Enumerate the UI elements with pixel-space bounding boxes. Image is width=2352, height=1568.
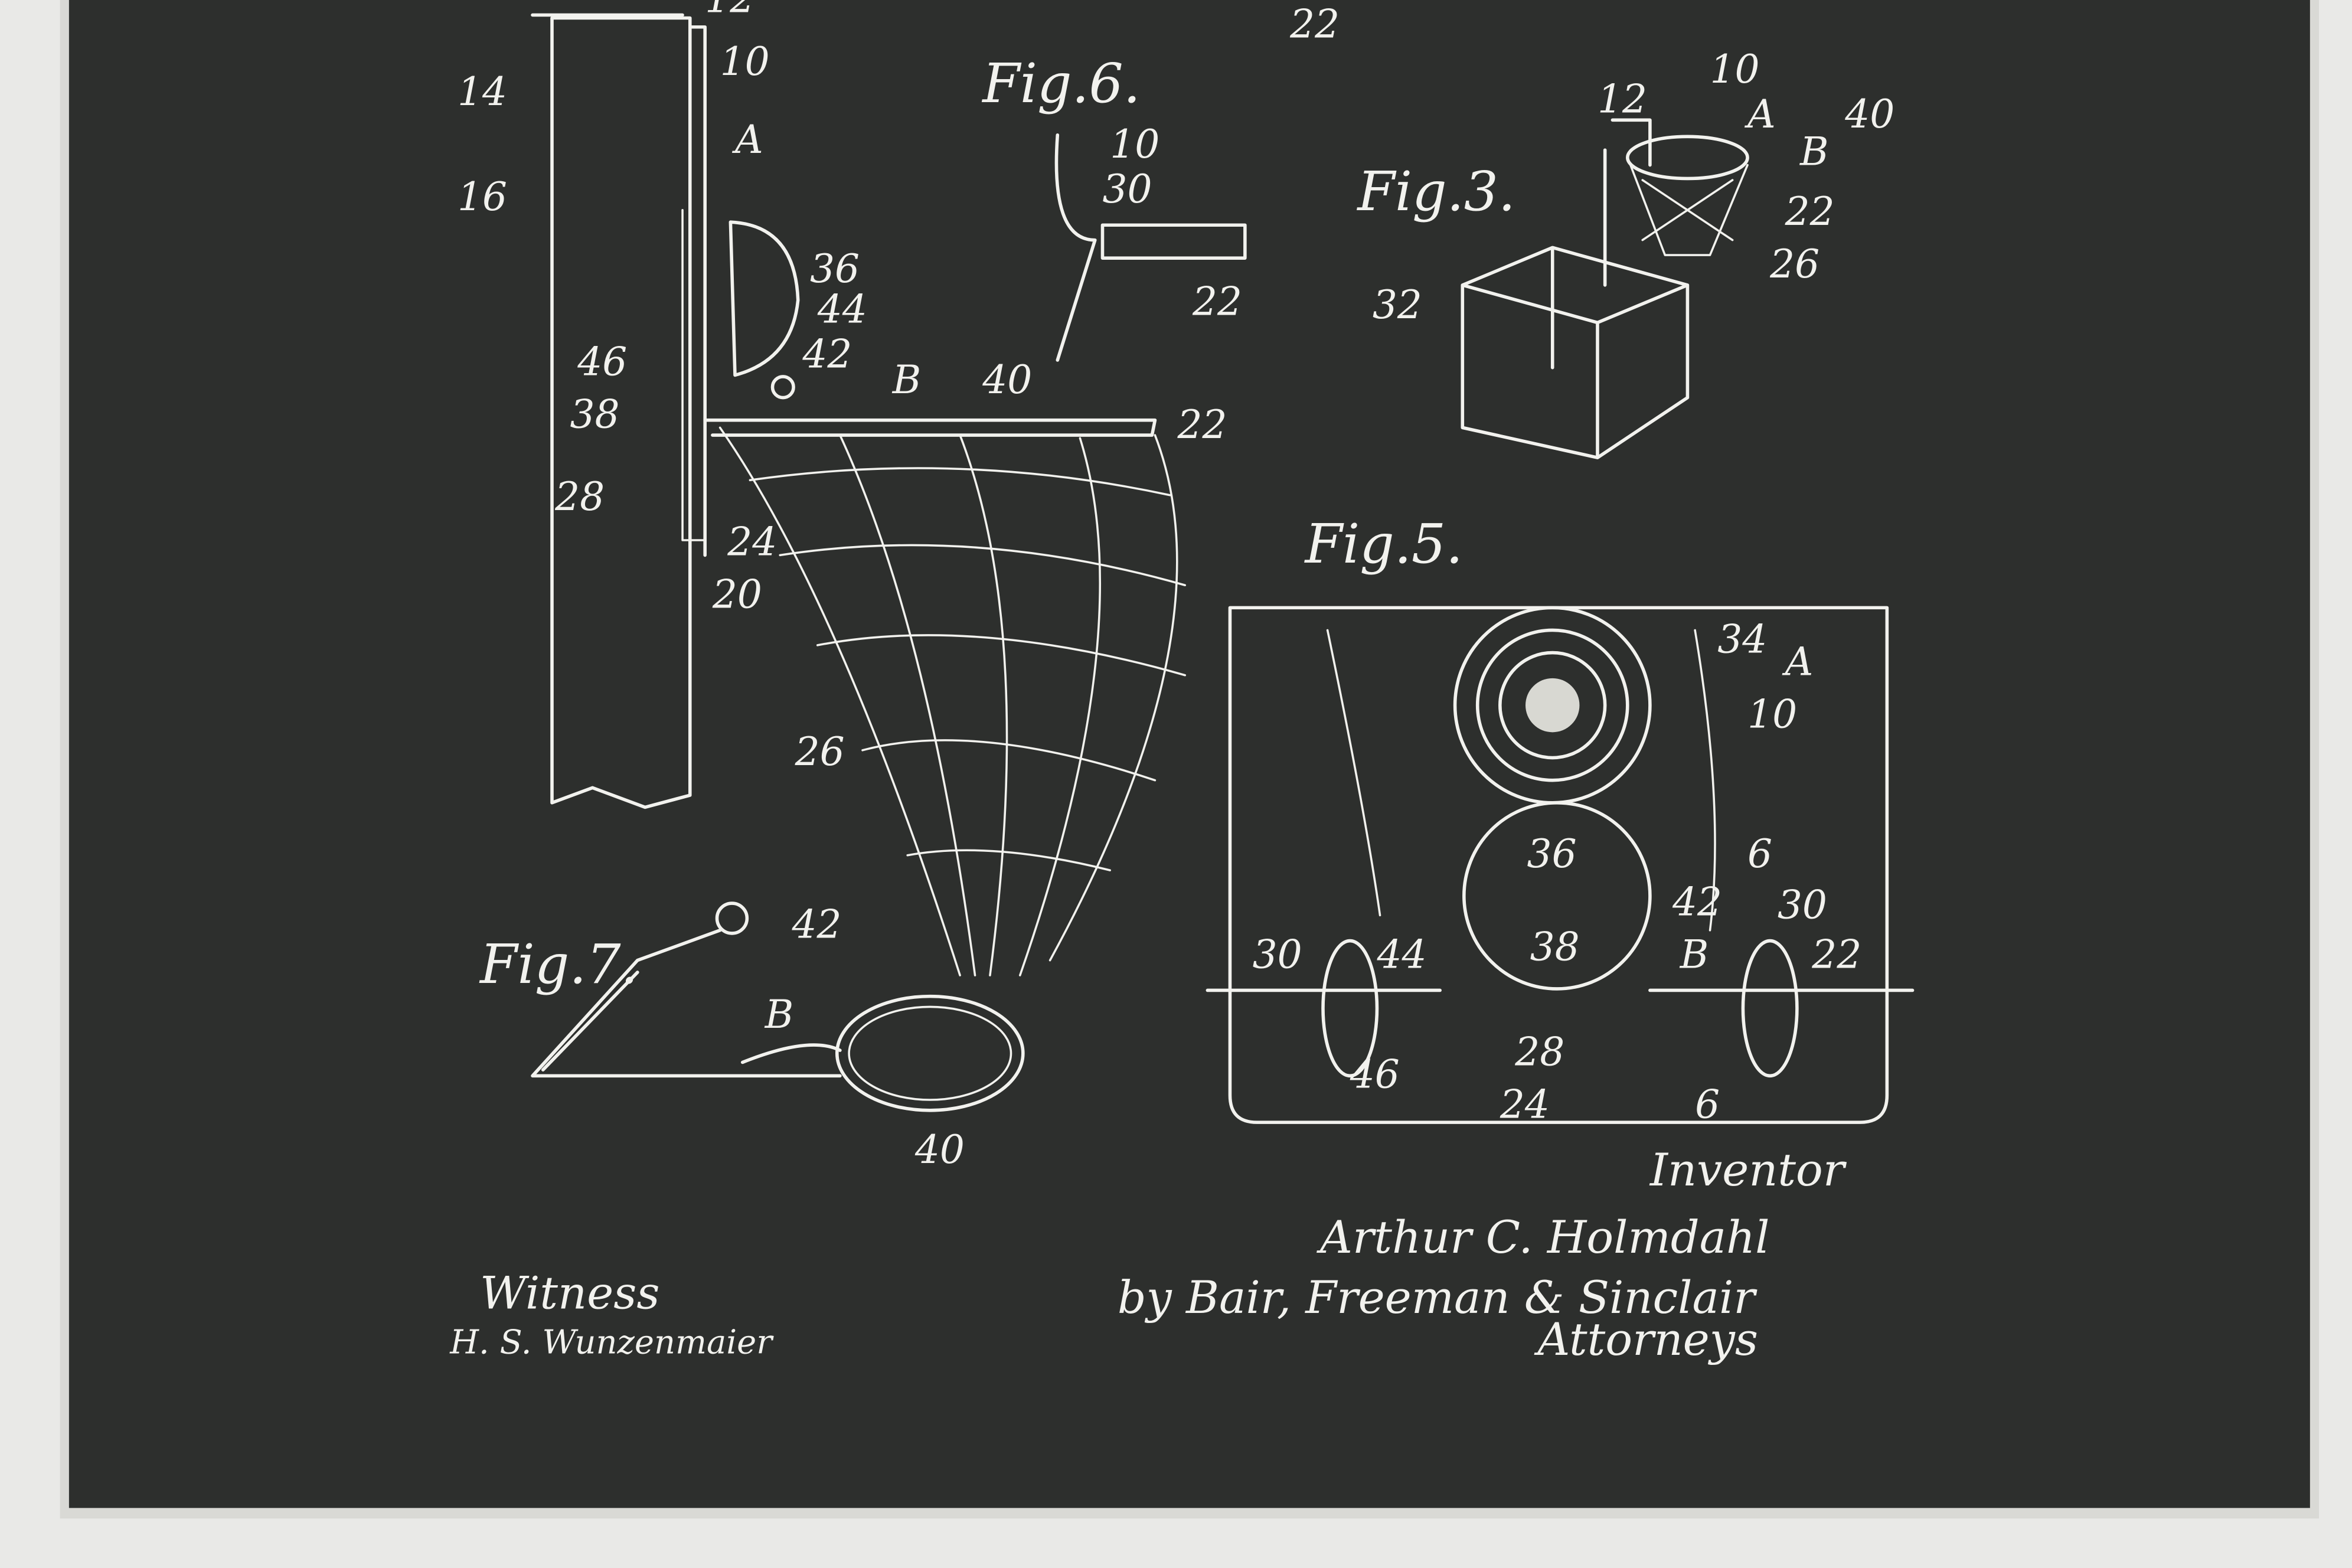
reference-label: 44 (817, 286, 867, 332)
reference-label: 20 (712, 571, 762, 617)
attorneys-by: by Bair, Freeman & Sinclair (1118, 1271, 1758, 1324)
figure-label-fig6: Fig.6. (981, 52, 1141, 115)
reference-label: 22 (1785, 189, 1835, 234)
reference-label: A (731, 117, 763, 162)
reference-label: 22 (1289, 2, 1340, 47)
reference-label: B (1799, 129, 1829, 175)
reference-label: 32 (1373, 282, 1422, 328)
reference-label: 12 (1598, 77, 1647, 122)
reference-label: 12 (705, 0, 754, 21)
reference-label: 28 (1514, 1030, 1564, 1075)
reference-label: 42 (802, 332, 852, 377)
reference-label: 10 (1710, 47, 1760, 92)
reference-label: 10 (1110, 122, 1159, 167)
reference-label: 46 (1350, 1052, 1400, 1097)
reference-label: 24 (727, 519, 777, 564)
fig6-bracket (1054, 133, 1247, 362)
reference-label: 40 (982, 357, 1032, 403)
reference-label: A (1744, 92, 1776, 137)
reference-label: 40 (1844, 92, 1894, 137)
attorneys-heading: Attorneys (1534, 1313, 1758, 1366)
reference-label: 38 (1530, 925, 1580, 970)
figure-label-fig3: Fig.3. (1356, 160, 1515, 223)
witness-name: H. S. Wunzenmaier (449, 1324, 774, 1362)
reference-label: 16 (458, 174, 507, 220)
inventor-name: Arthur C. Holmdahl (1317, 1211, 1770, 1263)
reference-label: 36 (1527, 831, 1577, 877)
reference-label: 22 (1811, 932, 1861, 977)
reference-label: 30 (1778, 882, 1827, 927)
reference-label: 26 (795, 729, 845, 775)
reference-label: 22 (1177, 402, 1227, 447)
reference-label: 36 (810, 246, 860, 292)
reference-label: 6 (1747, 831, 1772, 877)
fig1-hoop-side-view (531, 13, 1187, 976)
reference-label: 14 (458, 69, 507, 115)
reference-label: 24 (1500, 1082, 1550, 1128)
reference-label: B (1680, 932, 1709, 977)
witness-heading: Witness (480, 1266, 659, 1319)
reference-label: 44 (1376, 932, 1426, 977)
reference-label: B (892, 357, 922, 403)
reference-label: 34 (1717, 617, 1767, 662)
figure-label-fig5: Fig.5. (1304, 512, 1464, 576)
reference-label: 42 (1672, 879, 1722, 925)
reference-label: A (1782, 639, 1814, 685)
figure-label-fig7: Fig.7. (479, 933, 638, 996)
reference-label: 26 (1769, 241, 1819, 287)
reference-label: 28 (554, 474, 605, 520)
reference-labels: 121410A1636444246B4038222824202610302212… (458, 0, 1894, 1172)
reference-label: 30 (1103, 166, 1152, 212)
reference-label: 38 (570, 391, 620, 437)
reference-label: 46 (577, 339, 627, 384)
reference-label: 6 (1695, 1082, 1720, 1128)
reference-label: 10 (1747, 692, 1797, 737)
patent-board (68, 0, 2310, 1508)
inventor-heading: Inventor (1649, 1144, 1847, 1196)
fig3-hoop-on-chair (1461, 118, 1749, 459)
reference-label: 30 (1253, 932, 1302, 977)
reference-label: B (765, 992, 794, 1037)
reference-label: 22 (1192, 279, 1242, 325)
net-icon (718, 426, 1187, 976)
reference-label: 10 (720, 39, 770, 84)
reference-label: 42 (792, 902, 842, 948)
reference-label: 40 (914, 1127, 965, 1172)
fig7-hoop-frame (531, 901, 1025, 1112)
fig5-front-view (1206, 606, 1915, 1124)
